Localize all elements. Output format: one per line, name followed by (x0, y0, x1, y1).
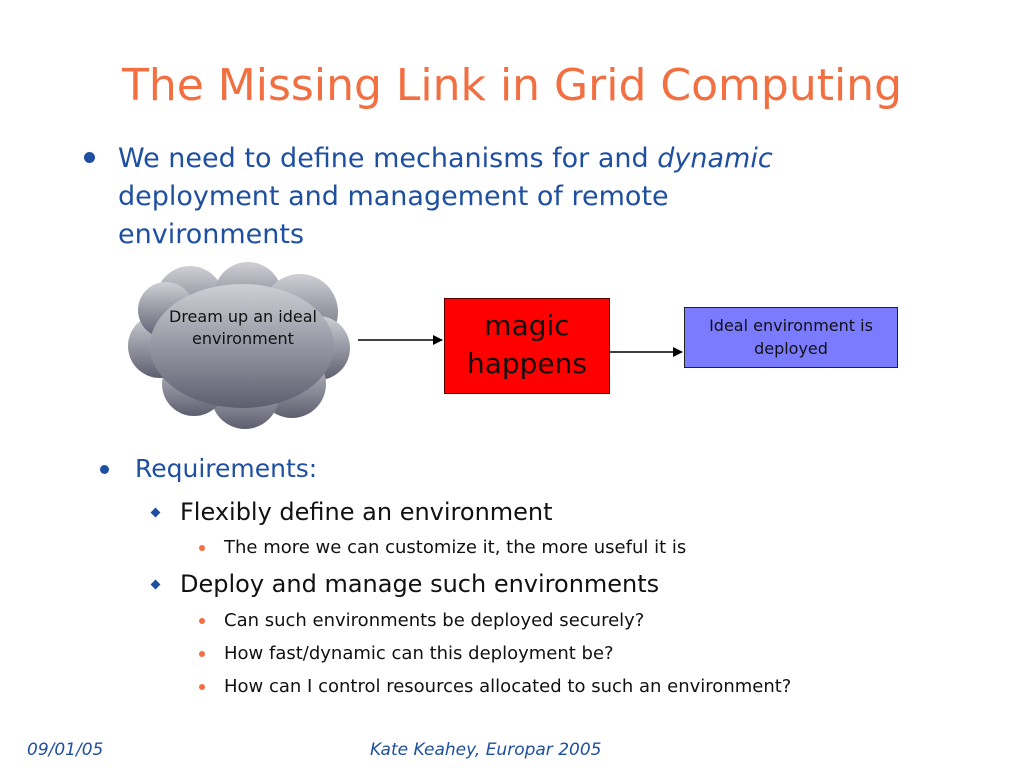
requirement-subitem: How fast/dynamic can this deployment be? (199, 641, 839, 667)
cloud-shape (128, 262, 350, 429)
bullet-dot-icon (199, 651, 205, 657)
requirement-subitem-text: The more we can customize it, the more u… (224, 537, 687, 558)
main-bullet-text-before: We need to define mechanisms for and (118, 143, 658, 174)
main-bullet-text-italic: dynamic (657, 143, 773, 174)
footer-date: 09/01/05 (27, 740, 104, 760)
requirement-subitem-text: Can such environments be deployed secure… (224, 610, 645, 631)
main-bullet-text-after: deployment and management of remote envi… (118, 181, 669, 250)
requirement-item-label: Deploy and manage such environments (180, 570, 660, 598)
bullet-dot-icon (100, 465, 109, 474)
main-bullet: We need to define mechanisms for and dyn… (82, 140, 802, 254)
requirement-item: Flexibly define an environment (150, 496, 553, 528)
bullet-dot-icon (84, 152, 95, 163)
requirement-item: Deploy and manage such environments (150, 568, 659, 600)
bullet-dot-icon (199, 618, 205, 624)
requirement-item-label: Flexibly define an environment (180, 498, 553, 526)
main-bullet-text: We need to define mechanisms for and dyn… (118, 140, 802, 254)
bullet-dot-icon (199, 684, 205, 690)
requirement-subitem-text: How fast/dynamic can this deployment be? (224, 643, 614, 664)
diamond-bullet-icon (150, 507, 161, 518)
diamond-bullet-icon (150, 579, 161, 590)
requirement-subitem-text: How can I control resources allocated to… (224, 676, 792, 697)
requirement-subitem: How can I control resources allocated to… (199, 674, 799, 700)
requirement-subitem: The more we can customize it, the more u… (199, 535, 839, 561)
footer-author: Kate Keahey, Europar 2005 (370, 740, 602, 760)
magic-box: magic happens (444, 298, 610, 394)
cloud-label: Dream up an ideal environment (169, 307, 317, 348)
requirements-heading-text: Requirements: (135, 454, 318, 483)
requirement-subitem: Can such environments be deployed secure… (199, 608, 839, 634)
bullet-dot-icon (199, 545, 205, 551)
slide-title: The Missing Link in Grid Computing (121, 60, 902, 111)
requirements-heading: Requirements: (100, 452, 317, 486)
result-box: Ideal environment is deployed (684, 307, 898, 368)
